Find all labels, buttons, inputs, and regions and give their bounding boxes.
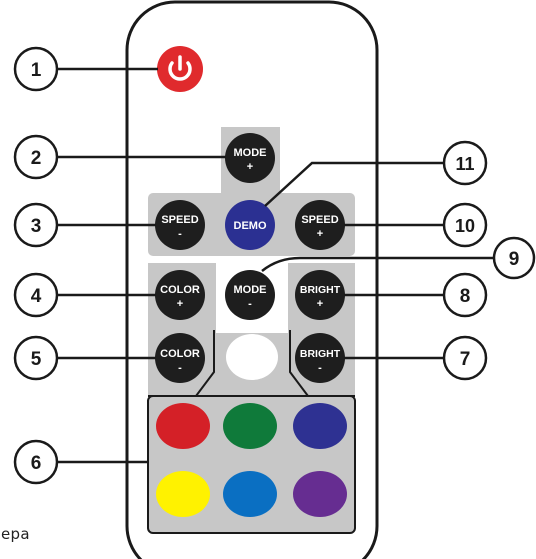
- bright-plus-button[interactable]: BRIGHT +: [295, 270, 345, 320]
- callout-4: 4: [13, 272, 59, 318]
- color-minus-label: COLOR: [160, 348, 200, 360]
- svg-text:8: 8: [460, 286, 471, 307]
- svg-text:7: 7: [460, 349, 471, 370]
- mode-plus-button[interactable]: MODE +: [225, 133, 275, 183]
- svg-text:3: 3: [31, 216, 42, 237]
- demo-button[interactable]: DEMO: [225, 200, 275, 250]
- callout-11: 11: [442, 140, 488, 186]
- callout-9: 9: [492, 236, 536, 280]
- blue-color-button[interactable]: [293, 403, 347, 449]
- callout-7: 7: [442, 335, 488, 381]
- svg-text:1: 1: [31, 60, 42, 81]
- color-keys: [156, 403, 347, 517]
- svg-text:9: 9: [509, 249, 520, 270]
- svg-text:5: 5: [31, 349, 42, 370]
- bright-plus-sign: +: [317, 298, 323, 310]
- power-icon: [168, 55, 192, 81]
- red-color-button[interactable]: [156, 403, 210, 449]
- demo-label: DEMO: [234, 220, 267, 232]
- color-minus-sign: -: [178, 362, 182, 374]
- color-plus-button[interactable]: COLOR +: [155, 270, 205, 320]
- color-group-bracket: [148, 330, 355, 397]
- purple-color-button[interactable]: [293, 471, 347, 517]
- callout-1: 1: [13, 46, 59, 92]
- bright-minus-label: BRIGHT: [300, 348, 341, 360]
- callout-6: 6: [13, 439, 59, 485]
- speed-plus-sign: +: [317, 228, 323, 240]
- svg-text:10: 10: [455, 216, 475, 236]
- mode-plus-sign: +: [247, 161, 253, 173]
- callout-2: 2: [13, 134, 59, 180]
- bright-minus-sign: -: [318, 362, 322, 374]
- speed-minus-sign: -: [178, 228, 182, 240]
- mode-minus-button[interactable]: MODE -: [225, 270, 275, 320]
- speed-plus-button[interactable]: SPEED +: [295, 200, 345, 250]
- callout-10: 10: [442, 202, 488, 248]
- yellow-color-button[interactable]: [156, 471, 210, 517]
- leader-lines: [58, 67, 493, 464]
- color-plus-label: COLOR: [160, 284, 200, 296]
- green-color-button[interactable]: [223, 403, 277, 449]
- callout-3: 3: [13, 202, 59, 248]
- white-color-button[interactable]: [226, 334, 278, 380]
- speed-minus-button[interactable]: SPEED -: [155, 200, 205, 250]
- mode-minus-sign: -: [248, 298, 252, 310]
- watermark: epa: [1, 525, 30, 543]
- power-button[interactable]: [157, 46, 203, 92]
- bright-plus-label: BRIGHT: [300, 284, 341, 296]
- svg-text:11: 11: [455, 154, 474, 174]
- light-blue-color-button[interactable]: [223, 471, 277, 517]
- mode-minus-label: MODE: [234, 284, 267, 296]
- callout-8: 8: [442, 272, 488, 318]
- speed-minus-label: SPEED: [161, 214, 198, 226]
- speed-plus-label: SPEED: [301, 214, 338, 226]
- bright-minus-button[interactable]: BRIGHT -: [295, 333, 345, 383]
- svg-text:4: 4: [31, 286, 42, 307]
- svg-text:6: 6: [31, 453, 42, 474]
- color-minus-button[interactable]: COLOR -: [155, 333, 205, 383]
- mode-plus-label: MODE: [234, 147, 267, 159]
- color-plus-sign: +: [177, 298, 183, 310]
- svg-text:2: 2: [31, 148, 42, 169]
- callout-5: 5: [13, 335, 59, 381]
